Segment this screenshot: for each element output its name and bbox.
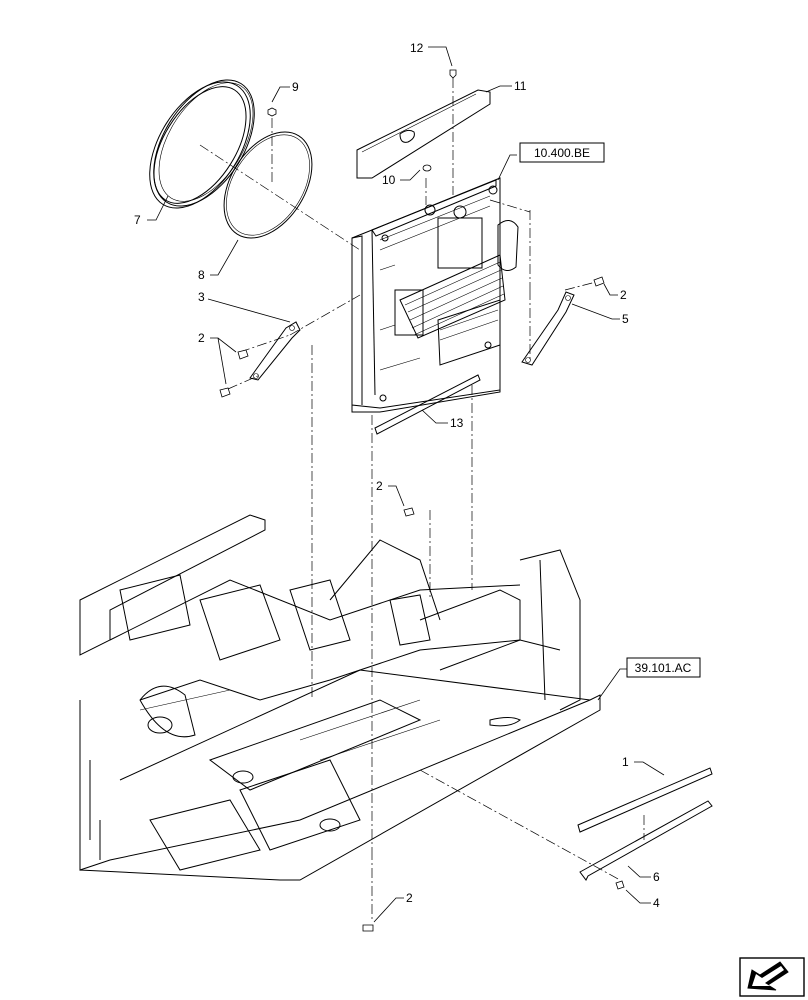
o-ring-part-8[interactable] <box>206 116 330 254</box>
fastener-part-10[interactable] <box>422 164 432 172</box>
callout-13: 13 <box>450 416 464 430</box>
callout-1: 1 <box>622 755 629 769</box>
callout-labels: 12 11 9 10 7 8 3 2 2 5 13 2 1 6 4 2 <box>134 41 660 910</box>
bolts-part-2[interactable] <box>219 276 605 932</box>
callout-6: 6 <box>653 870 660 884</box>
alignment-lines <box>199 78 645 920</box>
callout-2-left: 2 <box>198 331 205 345</box>
upper-frame-structure[interactable] <box>79 514 601 881</box>
callout-7: 7 <box>134 213 141 227</box>
callout-4: 4 <box>653 896 660 910</box>
reference-radiator-label: 10.400.BE <box>534 146 590 160</box>
fastener-part-9[interactable] <box>267 107 277 117</box>
callout-10: 10 <box>382 173 396 187</box>
stay-bracket-part-3[interactable] <box>249 321 301 381</box>
screw-part-12[interactable] <box>449 69 457 79</box>
callout-3: 3 <box>198 290 205 304</box>
callout-2-mid: 2 <box>376 479 383 493</box>
callout-5: 5 <box>622 312 629 326</box>
callout-9: 9 <box>292 80 299 94</box>
cooler-assembly[interactable] <box>351 177 519 413</box>
screw-part-4[interactable] <box>615 880 625 890</box>
seal-ring-part-7[interactable] <box>129 62 275 225</box>
seal-strip-part-1[interactable] <box>577 767 713 833</box>
callout-2-bottom: 2 <box>406 891 413 905</box>
next-page-arrow-icon[interactable] <box>739 957 805 997</box>
callout-11: 11 <box>514 79 527 93</box>
seal-strip-part-13[interactable] <box>374 374 481 435</box>
reference-frame-label: 39.101.AC <box>635 661 692 675</box>
callout-2-right: 2 <box>620 288 627 302</box>
cover-plate-part-11[interactable] <box>356 89 491 179</box>
leader-lines <box>147 46 665 923</box>
stay-bracket-part-5[interactable] <box>521 291 575 366</box>
reference-box-frame[interactable]: 39.101.AC <box>626 657 701 678</box>
callout-12: 12 <box>410 41 424 55</box>
callout-8: 8 <box>198 268 205 282</box>
reference-box-radiator[interactable]: 10.400.BE <box>519 142 605 163</box>
strip-part-6[interactable] <box>579 800 713 881</box>
